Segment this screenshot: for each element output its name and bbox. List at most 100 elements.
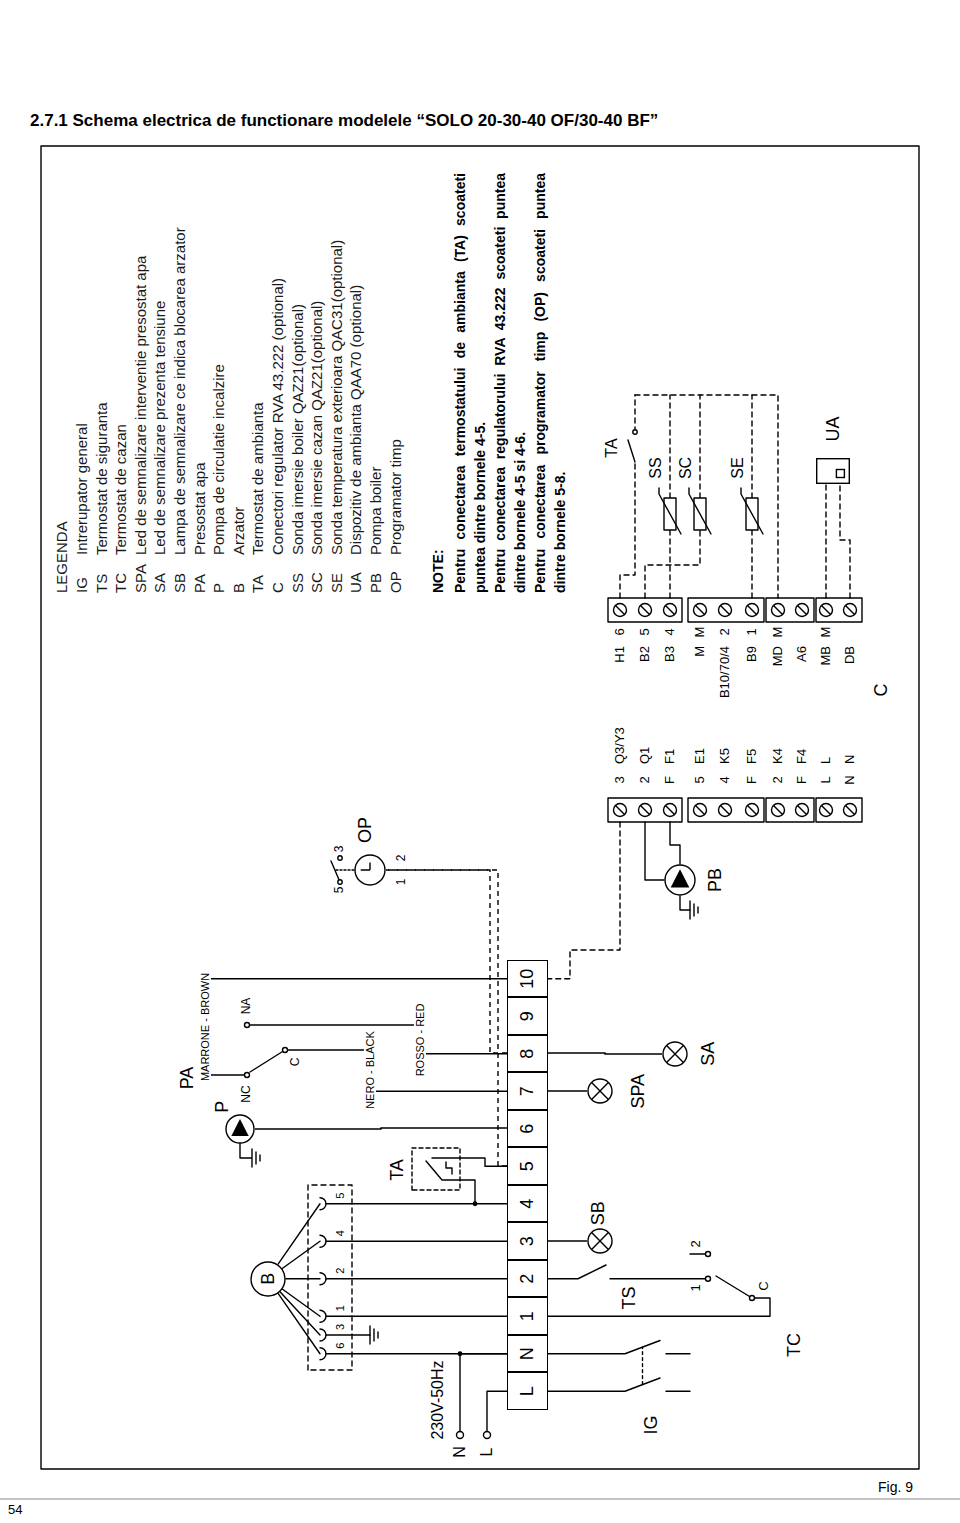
- component-label: C: [872, 684, 892, 697]
- figure-caption: Fig. 9: [878, 1479, 913, 1495]
- node-text: 6: [518, 1124, 537, 1134]
- legend-text: Led de semnalizare interventie presostat…: [133, 256, 150, 555]
- component-label: TA: [603, 438, 621, 457]
- legend-text: Dispozitiv de ambianta QAA70 (optional): [348, 285, 365, 555]
- legend-code: P: [211, 583, 228, 593]
- terminal-number: 6: [613, 628, 627, 635]
- signal-lamp: SB: [587, 1228, 613, 1254]
- room-thermostat-symbol: [412, 1148, 507, 1204]
- contact-number: 3: [333, 846, 346, 853]
- component-label: P: [213, 1101, 232, 1113]
- legend-code: C: [270, 582, 287, 593]
- terminal-code: Q1: [638, 747, 652, 764]
- terminal-cell: 3: [507, 1223, 548, 1261]
- terminal-code: B2: [638, 646, 652, 662]
- legend-text: Presostat apa: [191, 462, 208, 555]
- ua-outline: [816, 458, 850, 484]
- node-text: L: [518, 1386, 537, 1396]
- legend-code: OP: [387, 571, 404, 593]
- node-text: 7: [518, 1086, 537, 1096]
- legend-code: SS: [289, 573, 306, 593]
- terminal-code: L: [819, 757, 833, 764]
- legend-code: TC: [113, 573, 130, 593]
- timer-contact-symbol: [331, 856, 354, 884]
- pressure-switch-symbol: [205, 979, 507, 1092]
- boiler-pump-wires: [645, 822, 698, 919]
- boiler-thermostat-symbol: [548, 1252, 770, 1317]
- legend-text: Programator timp: [387, 439, 404, 555]
- note-text: Pentru conectarea termostatului de ambia…: [450, 173, 490, 593]
- terminal-number: F: [663, 776, 677, 784]
- terminal-code: F5: [745, 749, 759, 764]
- wire-color: NERO - BLACK: [364, 1029, 376, 1111]
- terminal-cell: 7: [507, 1073, 548, 1111]
- wire: [548, 1090, 587, 1091]
- legend-code: SB: [172, 573, 189, 593]
- optional-wire: [548, 822, 620, 979]
- node-text: 9: [518, 1011, 537, 1021]
- terminal-code: K5: [718, 748, 732, 764]
- supply-label: 230V-50Hz: [429, 1360, 447, 1439]
- lamp-outline: [662, 1041, 688, 1067]
- terminal-number: L: [819, 776, 833, 783]
- legend-text: Lampa de semnalizare ce indica blocarea …: [172, 227, 189, 555]
- legend-code: PA: [191, 574, 208, 593]
- terminal-cell: 4: [507, 1185, 548, 1223]
- legend-code: PB: [368, 573, 385, 593]
- terminal-code: DB: [843, 646, 857, 664]
- pump-symbol: PB: [664, 864, 696, 896]
- legend-heading: LEGENDA: [54, 521, 71, 593]
- page-title: 2.7.1 Schema electrica de functionare mo…: [30, 111, 658, 131]
- main-switch-symbol: [548, 1341, 690, 1392]
- pin-number: 1: [334, 1305, 346, 1311]
- terminal-code: E1: [693, 748, 707, 764]
- node-text: N: [518, 1347, 537, 1360]
- terminal-code: F1: [663, 749, 677, 764]
- legend-text: Termostat de cazan: [113, 424, 130, 555]
- wire: [255, 1128, 507, 1129]
- terminal-cell: 5: [507, 1148, 548, 1186]
- pin-number: 4: [334, 1230, 346, 1236]
- contact-number: 5: [333, 887, 346, 894]
- terminal-cell: L: [507, 1373, 548, 1411]
- signal-lamp: SA: [662, 1041, 688, 1067]
- component-label: OP: [356, 817, 375, 843]
- wire: [548, 1240, 587, 1241]
- node-text: 8: [518, 1049, 537, 1059]
- component-label: TC: [785, 1333, 805, 1357]
- legend-code: UA: [348, 572, 365, 593]
- pump-outline: [664, 864, 696, 896]
- supply-terminal-label: N: [451, 1446, 469, 1458]
- terminal-number: 2: [771, 776, 785, 783]
- pump-symbol: P: [225, 1114, 255, 1144]
- legend-code: IG: [74, 577, 91, 593]
- terminal-cell: N: [507, 1335, 548, 1373]
- component-label: UA: [824, 416, 843, 441]
- legend-code: SPA: [133, 564, 150, 593]
- component-label: TS: [620, 1286, 640, 1309]
- burner-symbol: B: [250, 1261, 286, 1297]
- node-text: 1: [518, 1311, 537, 1321]
- terminal-code: N: [843, 755, 857, 764]
- figure-frame: NOTE:Pentru conectarea termostatului de …: [40, 145, 920, 1470]
- note-heading: NOTE:: [428, 173, 448, 593]
- burner-connector: [278, 1185, 507, 1370]
- legend-code: TS: [93, 574, 110, 593]
- component-label: IG: [642, 1415, 662, 1434]
- legend-code: SC: [309, 572, 326, 593]
- node-text: 10: [518, 969, 537, 989]
- contact-number: 2: [689, 1240, 703, 1247]
- component-label: PB: [706, 868, 725, 892]
- node-text: 3: [518, 1236, 537, 1246]
- component-label: PA: [178, 1067, 198, 1090]
- component-label: SPA: [629, 1074, 648, 1109]
- lamp-outline: [587, 1078, 613, 1104]
- junction-dot: [458, 1201, 478, 1356]
- legend-text: Sonda temperatura exterioara QAC31(optio…: [329, 240, 346, 555]
- legend-code: SE: [329, 573, 346, 593]
- node-text: 5: [518, 1161, 537, 1171]
- terminal-number: M: [693, 627, 707, 638]
- component-label: SE: [729, 457, 747, 478]
- legend-text: Led de semnalizare prezenta tensiune: [152, 301, 169, 555]
